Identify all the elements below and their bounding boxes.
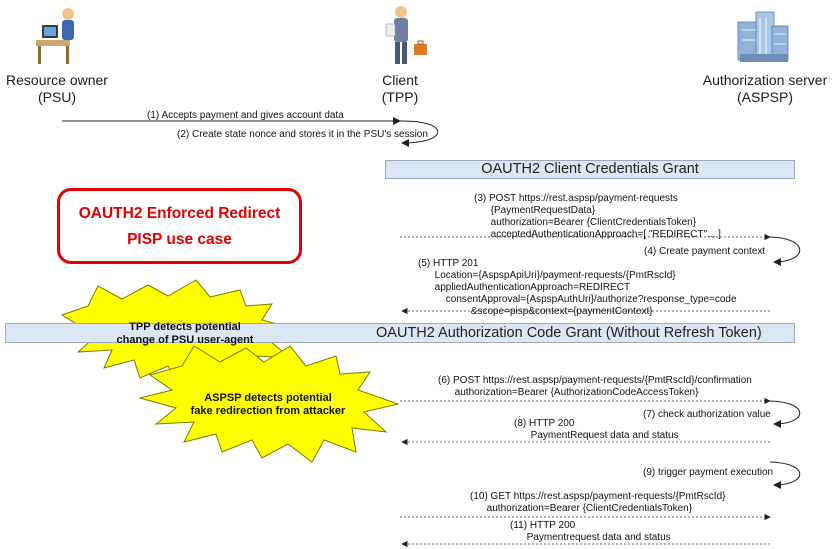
message-10: (10) GET https://rest.aspsp/payment-requ… (470, 491, 726, 514)
message-7: (7) check authorization value (643, 409, 771, 420)
arrow-9-loop (769, 461, 801, 489)
businessman-icon (385, 6, 427, 64)
callout-box (57, 188, 302, 264)
message-4: (4) Create payment context (644, 246, 766, 257)
arrow-2-loop (399, 120, 439, 147)
actor-aspsp-name: Authorization server (702, 72, 828, 88)
actor-tpp-role: (TPP) (381, 89, 419, 105)
message-5: (5) HTTP 201 Location={AspspApiUri}/paym… (418, 258, 737, 317)
actor-psu-role: (PSU) (37, 89, 77, 105)
actor-aspsp-role: (ASPSP) (736, 89, 793, 105)
bank-building-icon (737, 11, 789, 62)
message-8: (8) HTTP 200 PaymentRequest data and sta… (514, 418, 679, 441)
arrow-4-loop (769, 236, 801, 266)
user-at-computer-icon (36, 8, 74, 64)
actor-aspsp: Authorization server (ASPSP) (700, 72, 830, 106)
actor-tpp: Client (TPP) (360, 72, 440, 106)
burst-text-1: TPP detects potential change of PSU user… (110, 321, 260, 347)
burst-2-line-2: fake redirection from attacker (190, 405, 346, 417)
actor-psu-name: Resource owner (6, 72, 108, 88)
section-client-credentials: OAUTH2 Client Credentials Grant (385, 160, 795, 179)
burst-shape-2 (138, 345, 400, 463)
burst-2-line-1: ASPSP detects potential (204, 392, 332, 404)
callout-line-2: PISP use case (127, 231, 232, 248)
section-authorization-code: OAUTH2 Authorization Code Grant (Without… (5, 323, 795, 343)
actor-tpp-name: Client (382, 72, 418, 88)
callout-line-1: OAUTH2 Enforced Redirect (78, 205, 281, 222)
actor-psu: Resource owner (PSU) (5, 72, 109, 106)
burst-1-line-1: TPP detects potential (129, 321, 241, 333)
burst-1-line-2: change of PSU user-agent (116, 334, 254, 346)
message-9: (9) trigger payment execution (643, 467, 774, 478)
message-11: (11) HTTP 200 Paymentrequest data and st… (510, 520, 671, 543)
arrow-7-loop (769, 400, 801, 428)
message-3: (3) POST https://rest.aspsp/payment-requ… (474, 193, 721, 240)
burst-text-2: ASPSP detects potential fake redirection… (188, 392, 348, 418)
message-6: (6) POST https://rest.aspsp/payment-requ… (438, 375, 752, 398)
message-2: (2) Create state nonce and stores it in … (177, 129, 428, 140)
message-1: (1) Accepts payment and gives account da… (147, 110, 344, 121)
